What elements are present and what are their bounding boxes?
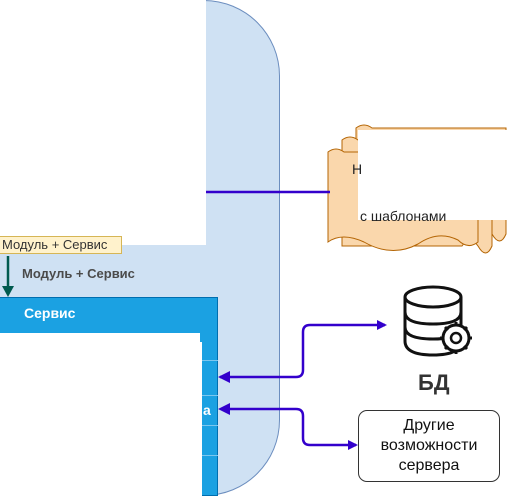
module-service-node: Модуль + Сервис xyxy=(0,236,122,254)
cropped-area-top xyxy=(0,0,206,245)
service-other-arrow xyxy=(225,407,358,450)
other-features-node: Другие возможности сервера xyxy=(358,410,500,482)
service-row-fragment: а xyxy=(203,402,211,418)
service-row-divider xyxy=(202,360,218,361)
service-table-title: Сервис xyxy=(24,305,76,321)
service-other-arrowhead xyxy=(218,403,230,415)
service-row-divider xyxy=(202,395,218,396)
service-row-divider xyxy=(202,425,218,426)
database-gear-icon xyxy=(403,285,472,357)
service-db-arrowhead xyxy=(218,371,230,383)
service-db-arrow xyxy=(225,320,387,379)
templates-document-fragment: Н xyxy=(352,161,363,177)
flow-down-arrow xyxy=(2,256,14,297)
cropped-area-bottom xyxy=(0,342,202,496)
other-features-label: Другие возможности сервера xyxy=(380,417,478,474)
service-row-divider xyxy=(202,455,218,456)
templates-document-label: с шаблонами xyxy=(360,208,447,224)
flow-edge-label: Модуль + Сервис xyxy=(22,266,135,281)
database-label: БД xyxy=(418,370,450,395)
module-service-node-label: Модуль + Сервис xyxy=(2,237,108,252)
templates-document-cropped-area xyxy=(358,130,516,220)
